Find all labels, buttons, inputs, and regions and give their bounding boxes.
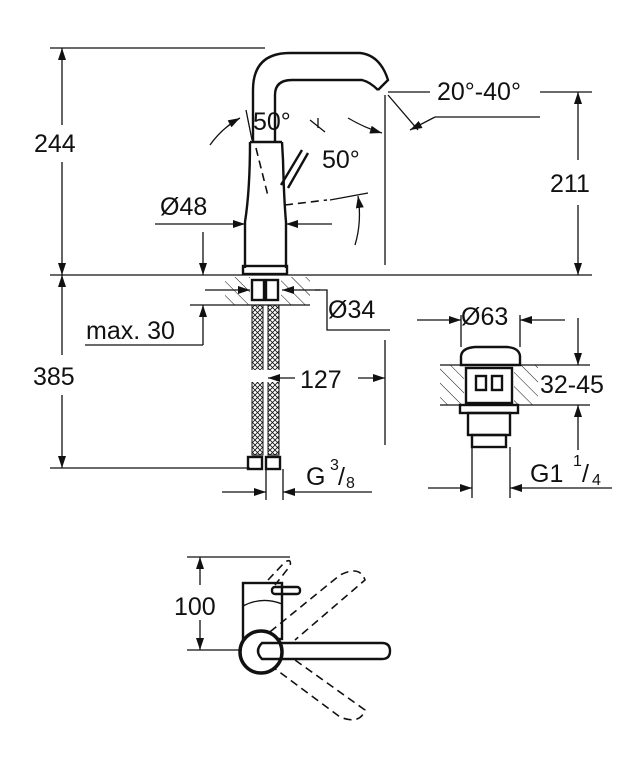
dim-34: Ø34 [205, 286, 390, 331]
dim-211: 211 [540, 91, 592, 275]
label-50-right: 50° [322, 146, 360, 174]
lever [279, 149, 310, 189]
dim-63: Ø63 [417, 303, 565, 347]
dim-48: Ø48 [155, 193, 332, 228]
label-63: Ø63 [461, 303, 508, 331]
label-g1-num: 1 [573, 453, 582, 470]
label-g-den: 8 [346, 475, 355, 492]
label-g: G [306, 463, 325, 491]
label-385: 385 [33, 363, 75, 391]
spout-outer [251, 51, 390, 142]
drain-flange [458, 403, 520, 415]
dim-lever-angles: 50° 50° [209, 108, 369, 246]
label-211: 211 [550, 170, 590, 198]
waste-drain [440, 345, 590, 498]
dim-100: 100 [174, 556, 290, 651]
lever-ghost-2 [284, 199, 328, 206]
nut-left [246, 455, 264, 471]
svg-text:/: / [338, 463, 345, 491]
drain-nut [466, 411, 512, 437]
label-g1-den: 4 [592, 472, 601, 489]
plan-hub [238, 629, 284, 675]
fitting-left [250, 278, 266, 302]
spout-inner [273, 78, 379, 142]
handle-ghost-lower [269, 659, 366, 721]
label-127: 127 [300, 366, 342, 394]
deck-section [225, 277, 310, 500]
dim-g1-1-4: G1 1 / 4 [428, 453, 612, 492]
drain-cap [459, 345, 522, 367]
plan-lever [270, 585, 302, 596]
label-50-upper: 50° [253, 108, 291, 136]
body [243, 140, 288, 268]
plan-handle [256, 641, 392, 661]
dim-32-45: 32-45 [540, 318, 604, 450]
label-100: 100 [174, 593, 216, 621]
lever-ghost-1 [255, 147, 269, 197]
label-g-num: 3 [330, 457, 339, 474]
label-g1: G1 [530, 460, 563, 488]
label-20-40: 20°-40° [437, 78, 521, 106]
fitting-right [264, 278, 280, 302]
dim-127: 127 [268, 340, 386, 445]
drain-body [464, 366, 514, 405]
dim-spout-swivel: 20°-40° [347, 78, 540, 265]
label-244: 244 [34, 130, 76, 158]
label-max-30: max. 30 [86, 317, 175, 345]
label-48: Ø48 [160, 193, 207, 221]
svg-text:/: / [582, 460, 589, 488]
label-32-45: 32-45 [540, 371, 604, 399]
base-ring [241, 264, 289, 276]
dim-max-30: max. 30 [85, 232, 225, 346]
nut-right [264, 455, 282, 471]
label-34: Ø34 [328, 296, 375, 324]
dim-g-3-8: G 3 / 8 [222, 457, 372, 496]
faucet-side-view [241, 51, 390, 276]
dim-385: 385 [33, 275, 250, 469]
faucet-plan-view [238, 559, 392, 721]
handle-ghost-upper [259, 570, 366, 641]
dim-244: 244 [34, 47, 265, 275]
